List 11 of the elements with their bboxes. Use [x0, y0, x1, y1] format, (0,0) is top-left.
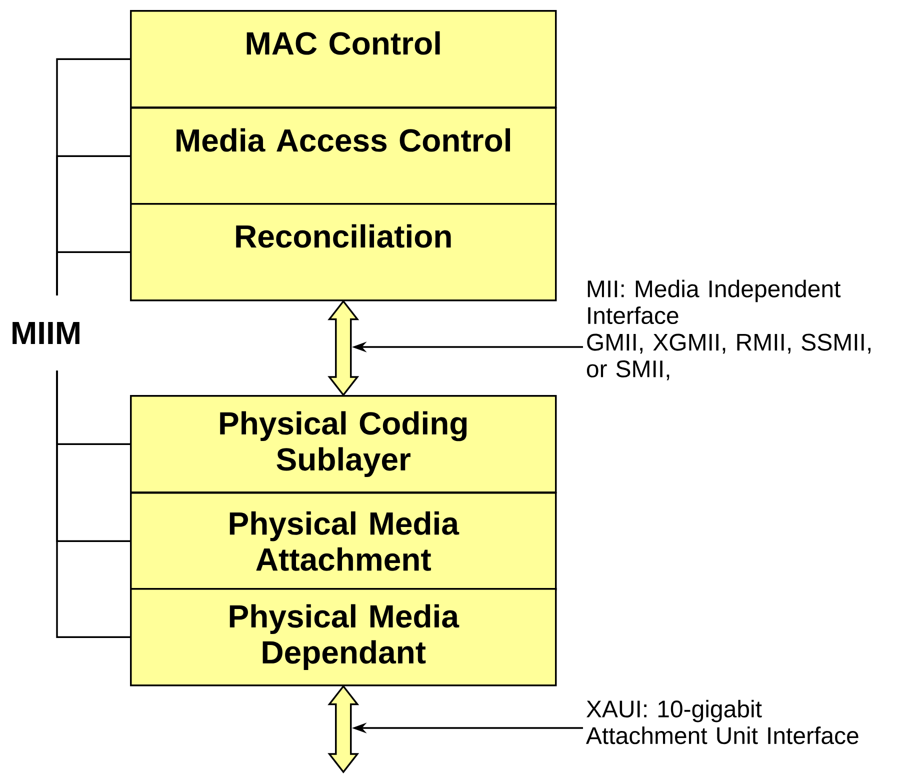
layer-box: Physical Coding Sublayer: [130, 395, 557, 494]
bracket-line: [56, 251, 130, 296]
layer-box: Media Access Control: [130, 107, 557, 206]
note-text: MII: Media Independent Interface GMII, XGMII, RMII, SSMII, or SMII,: [586, 280, 870, 380]
side-label: MIIM: [12, 322, 80, 344]
layer-box: MAC Control: [130, 10, 557, 108]
note-text: XAUI: 10-gigabit Attachment Unit Interface: [586, 700, 858, 744]
bracket-line: [56, 370, 130, 638]
layer-box: Physical Media Dependant: [130, 588, 557, 686]
layer-box: Reconciliation: [130, 203, 557, 302]
layer-box: Physical Media Attachment: [130, 492, 557, 590]
